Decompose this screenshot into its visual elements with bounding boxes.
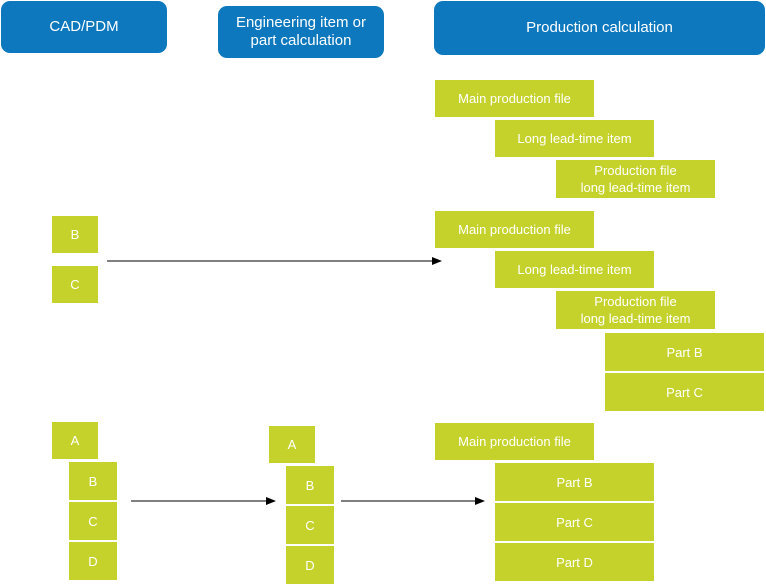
g3-cad-b-label: B — [88, 473, 98, 489]
g2-production-file-long-lead-label: Production file long lead-time item — [580, 294, 691, 326]
g2-cad-c-label: C — [70, 277, 80, 292]
header-engineering-label: Engineering item or part calculation — [235, 14, 367, 49]
header-cad-pdm-label: CAD/PDM — [49, 18, 119, 35]
g3-eng-b-label: B — [305, 477, 315, 493]
g3-cad-c: C — [68, 501, 118, 541]
g3-cad-a: A — [51, 421, 99, 460]
header-engineering: Engineering item or part calculation — [218, 6, 384, 58]
g2-part-c: Part C — [604, 372, 765, 412]
g2-part-b-label: Part B — [666, 344, 703, 360]
g3-part-d-label: Part D — [556, 554, 593, 570]
g3-eng-a-label: A — [287, 437, 297, 452]
g1-production-file-long-lead: Production file long lead-time item — [555, 159, 716, 199]
g2-part-b: Part B — [604, 332, 765, 372]
header-production: Production calculation — [434, 1, 765, 55]
g3-part-c-label: Part C — [556, 514, 593, 530]
g3-eng-c-label: C — [305, 517, 315, 533]
g1-main-production-file-label: Main production file — [458, 91, 571, 106]
g3-part-b-label: Part B — [556, 474, 593, 490]
g2-long-lead-time-item: Long lead-time item — [494, 250, 655, 289]
g2-cad-b: B — [51, 215, 99, 254]
g3-part-d: Part D — [494, 542, 655, 582]
g3-cad-a-label: A — [70, 433, 80, 448]
g3-cad-b: B — [68, 461, 118, 501]
g3-eng-d-label: D — [305, 557, 315, 573]
g1-long-lead-time-item-label: Long lead-time item — [517, 131, 632, 146]
g3-eng-d: D — [285, 545, 335, 585]
g2-part-c-label: Part C — [666, 384, 703, 400]
g2-production-file-long-lead: Production file long lead-time item — [555, 290, 716, 330]
g2-main-production-file: Main production file — [434, 210, 595, 249]
g3-cad-d-label: D — [88, 553, 98, 569]
g3-part-b: Part B — [494, 462, 655, 502]
g2-cad-b-label: B — [70, 227, 80, 242]
g2-cad-c: C — [51, 265, 99, 304]
g3-eng-b: B — [285, 465, 335, 505]
g3-part-c: Part C — [494, 502, 655, 542]
g1-production-file-long-lead-label: Production file long lead-time item — [580, 163, 691, 195]
g3-eng-a: A — [268, 425, 316, 464]
g2-long-lead-time-item-label: Long lead-time item — [517, 262, 632, 277]
g3-cad-c-label: C — [88, 513, 98, 529]
g3-eng-c: C — [285, 505, 335, 545]
g1-main-production-file: Main production file — [434, 79, 595, 118]
g1-long-lead-time-item: Long lead-time item — [494, 119, 655, 158]
g3-main-production-file-label: Main production file — [458, 434, 571, 449]
g2-main-production-file-label: Main production file — [458, 222, 571, 237]
g3-main-production-file: Main production file — [434, 422, 595, 461]
header-production-label: Production calculation — [526, 19, 673, 36]
header-cad-pdm: CAD/PDM — [1, 1, 167, 53]
g3-cad-d: D — [68, 541, 118, 581]
